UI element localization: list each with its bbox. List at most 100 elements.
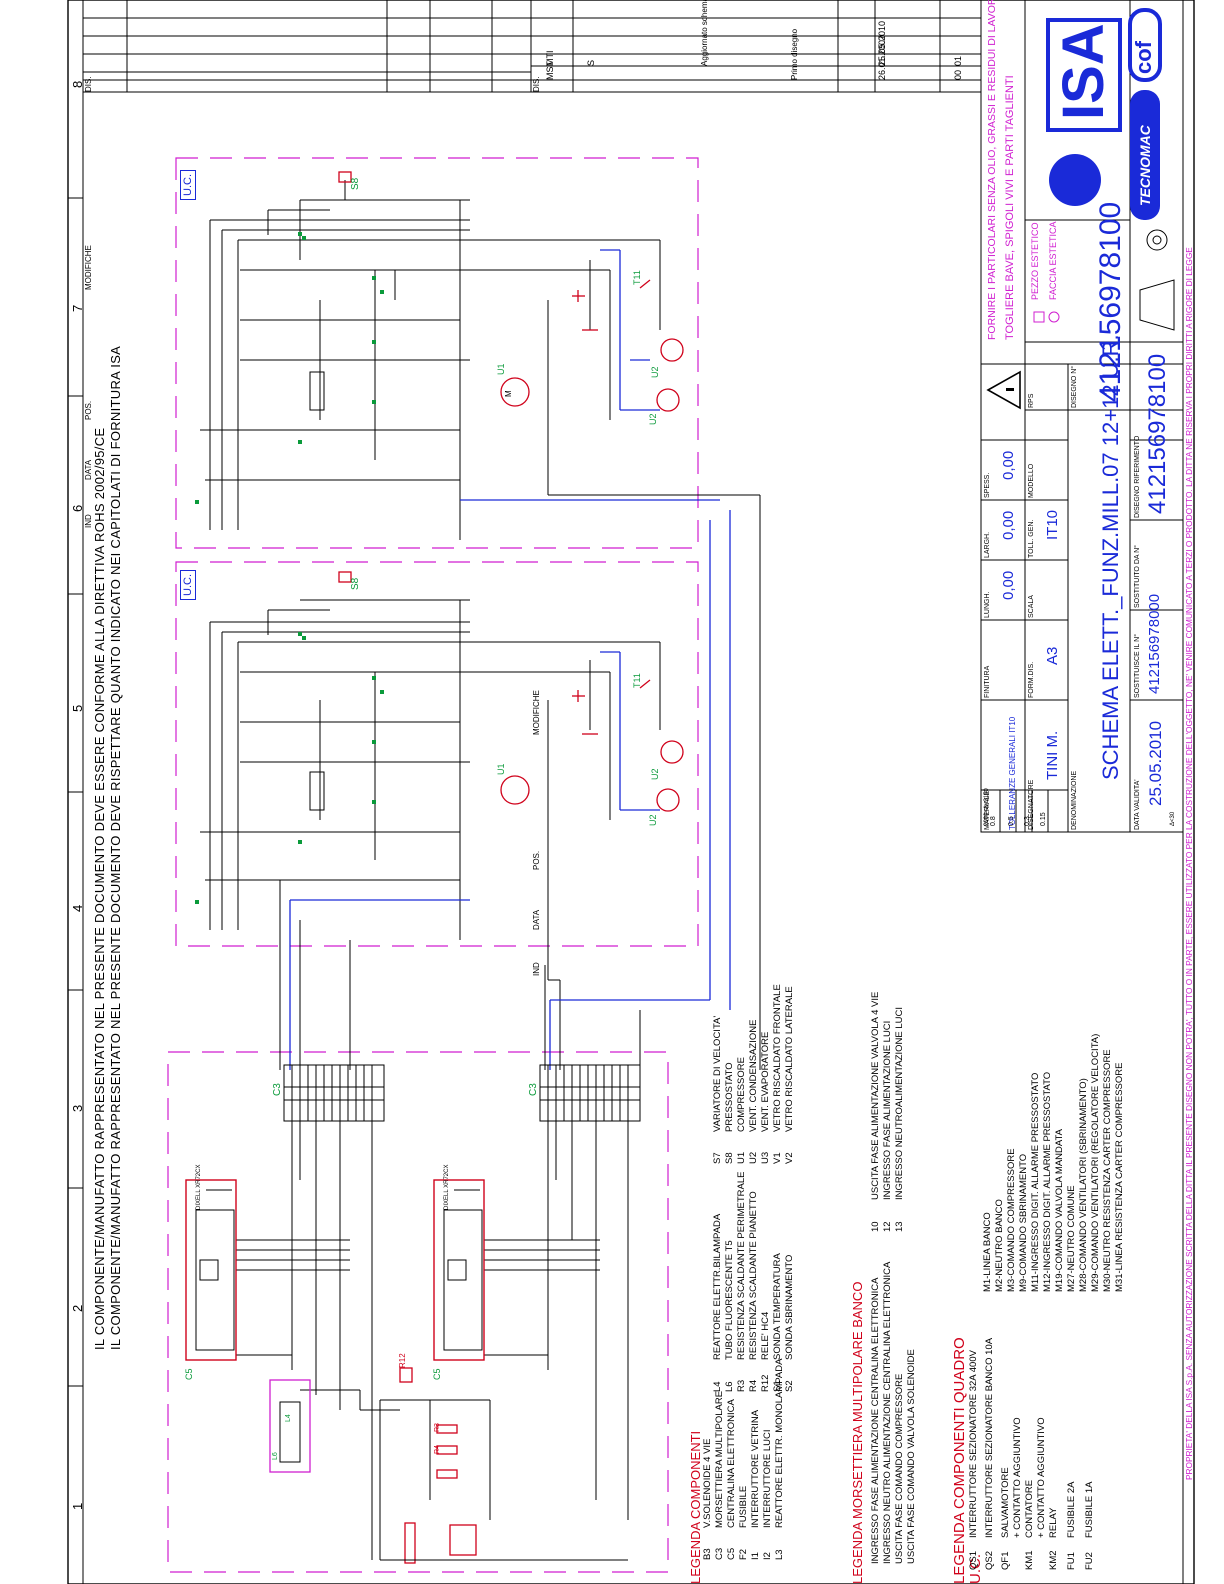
rohs-note-line2: IL COMPONENTE/MANUFATTO RAPPRESENTATO NE…	[108, 345, 123, 1350]
rohs-note-line1: IL COMPONENTE/MANUFATTO RAPPRESENTATO NE…	[92, 427, 107, 1350]
projection-symbol-icon	[1139, 229, 1175, 331]
wiring-top-blue	[600, 249, 731, 1010]
rev-header-data-left: DATA	[84, 459, 93, 480]
legend-item: R3RESISTENZA SCALDANTE PERIMETRALE	[736, 1171, 747, 1392]
rev-row1-ind: 00	[953, 69, 963, 80]
legend-morsettiera-col1: INGRESSO FASE ALIMENTAZIONE CENTRALINA E…	[870, 1262, 918, 1564]
sostituito-label: SOSTITUITO DA N°	[1134, 545, 1141, 608]
title-block-frame	[980, 0, 1184, 833]
rev-row1-modifiche: Primo disegno	[790, 28, 799, 80]
rev-header-pos-left: POS.	[84, 400, 93, 420]
uc-label-bottom: U.C.	[180, 570, 196, 600]
legend-item: QS1INTERRUTTORE SEZIONATORE 32A 400V	[968, 1350, 979, 1570]
pezzo-estetico-icon	[1033, 311, 1045, 323]
r4-label: R4	[434, 1445, 441, 1454]
legend-item: U1COMPRESSORE	[736, 1057, 747, 1164]
legend-item: FU1FUSIBILE 2A	[1066, 1481, 1077, 1571]
logo-tecnomac-text: TECNOMAC	[1137, 125, 1153, 206]
wiring-bottom-blue	[289, 499, 720, 1070]
legend-item: V1VETRO RISCALDATO FRONTALE	[772, 984, 783, 1164]
motor-u2-bottom-a	[656, 788, 680, 812]
t11-label-top: T11	[632, 270, 642, 285]
controller-c5-left	[185, 1179, 237, 1361]
logo-cof-text: cof	[1131, 41, 1156, 74]
uc-box-top	[175, 157, 699, 549]
scala-label: SCALA	[1028, 595, 1035, 618]
legend-morsettiera-title: LEGENDA MORSETTIERA MULTIPOLARE BANCO	[850, 1281, 865, 1584]
finitura-label: FINITURA	[984, 665, 991, 698]
warning-text: FORNIRE I PARTICOLARI SENZA OLIO, GRASSI…	[986, 0, 998, 340]
logo-isa-text: ISA	[1051, 23, 1116, 120]
legend-item: FU2FUSIBILE 1A	[1084, 1481, 1095, 1571]
zone-ticks	[68, 197, 83, 1387]
legend-item: M29-COMANDO VENTILATORI (REGOLATORE VELO…	[1090, 1033, 1101, 1292]
c5-label-left: C5	[184, 1368, 194, 1380]
tol-value-1: 0.3	[1024, 816, 1031, 826]
legend-quadro-col1: QS1INTERRUTTORE SEZIONATORE 32A 400V QS2…	[968, 1338, 1096, 1570]
lungh-label: LUNGH.	[984, 591, 991, 618]
u1-label-bottom: U1	[496, 763, 506, 775]
zone-label-1: 1	[70, 1502, 85, 1510]
legend-item: M28-COMANDO VENTILATORI (SBRINAMENTO)	[1078, 1078, 1089, 1292]
cof-logo	[1128, 8, 1162, 82]
legend-item: U3VENT. EVAPORATORE	[760, 1031, 771, 1164]
legend-item: INGRESSO FASE ALIMENTAZIONE CENTRALINA E…	[870, 1277, 881, 1564]
t11-label-bottom: T11	[632, 673, 642, 688]
motor-u1-top: M	[500, 377, 530, 407]
faccia-estetica-icon	[1048, 311, 1060, 323]
warning-text-2: TOGLIERE BAVE, SPIGOLI VIVI E PARTI TAGL…	[1004, 75, 1016, 340]
legend-componenti-col3: S7VARIATORE DI VELOCITA' S8PRESSOSTATO U…	[712, 984, 796, 1164]
rev-row1-dis: MST	[545, 61, 555, 80]
legend-item: USCITA FASE COMANDO VALVOLA SOLENOIDE	[906, 1349, 917, 1564]
legend-item: L4REATTORE ELETTR.BILAMPADA	[712, 1213, 723, 1392]
tol-value-2: 0.5	[1008, 816, 1015, 826]
property-note: PROPRIETA' DELLA ISA S.p.A. SENZA AUTORI…	[1184, 247, 1194, 1480]
legend-item: 12INGRESSO FASE ALIMENTAZIONE LUCI	[882, 1020, 893, 1232]
s8-label-top: S8	[350, 177, 361, 190]
u2-label-top-b: U2	[650, 366, 660, 378]
legend-item: V2VETRO RISCALDATO LATERALE	[784, 986, 795, 1164]
riferimento-value: 412156978100	[1144, 353, 1171, 514]
legend-item: U2VENT. CONDENSAZIONE	[748, 1019, 759, 1164]
wiring-bottom	[200, 495, 761, 1070]
legend-quadro-col2: M1-LINEA BANCO M2-NEUTRO BANCO M3-COMAND…	[982, 1034, 1126, 1292]
data-validita-value: 25.05.2010	[1146, 720, 1165, 806]
lamp-block-box	[269, 1379, 311, 1473]
u2-label-bottom-a: U2	[648, 814, 658, 826]
zone-label-6: 6	[70, 504, 85, 512]
u2-label-bottom-b: U2	[650, 768, 660, 780]
rev-header-ind-left: IND	[84, 514, 93, 528]
toll-value: IT10	[1044, 509, 1061, 540]
formdis-value: A3	[1044, 646, 1061, 665]
legend-item: M1-LINEA BANCO	[982, 1212, 993, 1292]
terminal-block-c3-right	[539, 1064, 641, 1122]
l6-label: L6	[272, 1452, 279, 1460]
c5-label-right: C5	[432, 1368, 442, 1380]
legend-item: R4RESISTENZA SCALDANTE PIANETTO	[748, 1191, 759, 1392]
motor-u2-top-b	[660, 338, 684, 362]
zone-label-2: 2	[70, 1304, 85, 1312]
disegno-value: 412156978100	[1094, 201, 1127, 402]
sostituisce-value: 412156978000	[1146, 593, 1163, 694]
legend-item: M2-NEUTRO BANCO	[994, 1199, 1005, 1292]
legend-componenti-col2: L4REATTORE ELETTR.BILAMPADA L6TUBO FLUOR…	[712, 1172, 796, 1392]
modello-label: MODELLO	[1028, 463, 1035, 498]
spess-label: SPESS.	[984, 472, 991, 498]
green-markers	[195, 232, 384, 904]
sostituisce-label: SOSTITUISCE IL N°	[1134, 634, 1141, 698]
legend-morsettiera: LEGENDA MORSETTIERA MULTIPOLARE BANCO	[846, 1282, 868, 1584]
legend-item: L6TUBO FLUORESCENTE T5	[724, 1240, 735, 1392]
s8-label-bottom: S8	[350, 577, 361, 590]
legend-item: M9-COMANDO SBRINAMENTO	[1018, 1153, 1029, 1292]
uc-box-bottom	[175, 561, 699, 947]
disegno-label: DISEGNO N°	[1071, 365, 1078, 408]
rev-row0-ind: 01	[953, 55, 963, 66]
warning-icon	[986, 370, 1021, 410]
revision-grid	[82, 0, 982, 93]
r12-label: R12	[398, 1353, 407, 1368]
legend-item: + CONTATTO AGGIUNTIVO	[1036, 1417, 1047, 1538]
denominazione-label: DENOMINAZIONE	[1071, 770, 1078, 830]
rev-header-modifiche-left: MODIFICHE	[84, 245, 93, 290]
rev-row1-data: 26.01.2007	[877, 34, 887, 80]
c3-label-left: C3	[272, 1083, 283, 1096]
